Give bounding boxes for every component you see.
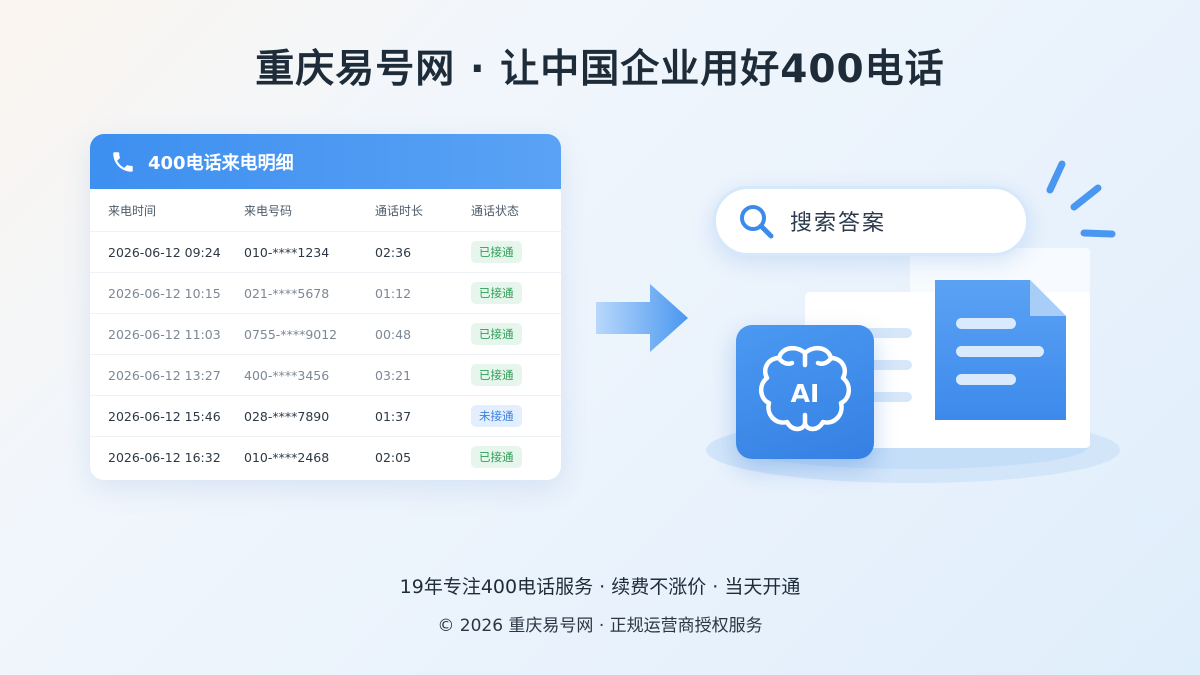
table-row: 2026-06-12 10:15 021-****5678 01:12 已接通 [90, 272, 561, 313]
call-log-title: 400电话来电明细 [148, 152, 294, 174]
phone-icon [113, 151, 133, 172]
search-icon [740, 205, 774, 239]
call-duration: 01:12 [375, 285, 412, 301]
call-duration: 03:21 [375, 367, 412, 383]
status-badge: 已接通 [471, 323, 522, 345]
call-number: 0755-****9012 [244, 326, 338, 342]
column-header-status: 通话状态 [471, 203, 520, 218]
call-log-card: 400电话来电明细 来电时间 来电号码 通话时长 通话状态 2026-06-12… [90, 134, 561, 480]
call-number: 010-****1234 [244, 244, 330, 260]
call-log-header: 400电话来电明细 [90, 134, 561, 189]
call-duration: 02:36 [375, 244, 412, 260]
ai-card: AI [736, 325, 874, 459]
search-bar[interactable]: 搜索答案 [713, 186, 1029, 256]
table-header: 来电时间 来电号码 通话时长 通话状态 [90, 189, 561, 231]
page-headline: 重庆易号网 · 让中国企业用好400电话 [255, 47, 945, 92]
call-number: 400-****3456 [244, 367, 330, 383]
footer-copyright: © 2026 重庆易号网 · 正规运营商授权服务 [437, 616, 763, 636]
call-time: 2026-06-12 09:24 [108, 244, 221, 260]
call-number: 010-****2468 [244, 449, 330, 465]
search-text: 搜索答案 [790, 211, 887, 236]
status-badge: 未接通 [471, 405, 522, 427]
sparkle-icon [1046, 160, 1116, 238]
column-header-time: 来电时间 [108, 203, 157, 218]
call-time: 2026-06-12 13:27 [108, 367, 221, 383]
column-header-number: 来电号码 [244, 203, 293, 218]
status-badge: 已接通 [471, 364, 522, 386]
status-badge: 已接通 [471, 282, 522, 304]
ai-label: AI [790, 379, 820, 408]
status-badge: 已接通 [471, 241, 522, 263]
footer-tagline: 19年专注400电话服务 · 续费不涨价 · 当天开通 [399, 576, 801, 598]
brain-icon [759, 345, 851, 432]
status-badge: 已接通 [471, 446, 522, 468]
arrow-right-icon [596, 284, 688, 352]
call-time: 2026-06-12 11:03 [108, 326, 221, 342]
table-row: 2026-06-12 15:46 028-****7890 01:37 未接通 [90, 395, 561, 436]
call-time: 2026-06-12 15:46 [108, 408, 221, 424]
call-time: 2026-06-12 16:32 [108, 449, 221, 465]
call-duration: 01:37 [375, 408, 412, 424]
call-number: 028-****7890 [244, 408, 330, 424]
call-duration: 00:48 [375, 326, 412, 342]
table-row: 2026-06-12 13:27 400-****3456 03:21 已接通 [90, 354, 561, 395]
table-row: 2026-06-12 16:32 010-****2468 02:05 已接通 [90, 436, 561, 477]
call-time: 2026-06-12 10:15 [108, 285, 221, 301]
table-row: 2026-06-12 11:03 0755-****9012 00:48 已接通 [90, 313, 561, 354]
call-number: 021-****5678 [244, 285, 330, 301]
table-row: 2026-06-12 09:24 010-****1234 02:36 已接通 [90, 231, 561, 272]
call-duration: 02:05 [375, 449, 412, 465]
column-header-duration: 通话时长 [375, 203, 424, 218]
